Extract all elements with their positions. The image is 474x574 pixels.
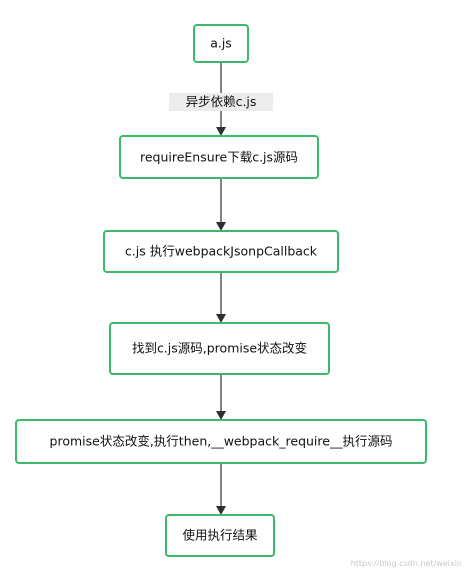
node-promise-status: 找到c.js源码,promise状态改变 xyxy=(109,322,330,375)
edge-callback-to-promise-status xyxy=(216,272,226,323)
node-use-result: 使用执行结果 xyxy=(165,514,275,557)
edge-require-ensure-to-callback xyxy=(216,178,226,231)
node-webpack-jsonp-callback: c.js 执行webpackJsonpCallback xyxy=(103,230,339,273)
node-execute-then: promise状态改变,执行then,__webpack_require__执行… xyxy=(15,419,427,464)
node-a-js: a.js xyxy=(193,24,249,63)
svg-text:a.js: a.js xyxy=(210,36,232,51)
svg-text:promise状态改变,执行then,__webpack_r: promise状态改变,执行then,__webpack_require__执行… xyxy=(50,434,393,449)
svg-text:使用执行结果: 使用执行结果 xyxy=(182,528,258,543)
svg-text:找到c.js源码,promise状态改变: 找到c.js源码,promise状态改变 xyxy=(132,341,307,356)
edge-promise-status-to-execute-then xyxy=(216,374,226,420)
svg-text:requireEnsure下载c.js源码: requireEnsure下载c.js源码 xyxy=(140,150,298,165)
edge-execute-then-to-use-result xyxy=(216,463,226,515)
node-require-ensure: requireEnsure下载c.js源码 xyxy=(119,135,319,179)
watermark: https://blog.csdn.net/weixin xyxy=(350,559,462,568)
svg-text:异步依赖c.js: 异步依赖c.js xyxy=(186,94,257,109)
svg-text:c.js 执行webpackJsonpCallback: c.js 执行webpackJsonpCallback xyxy=(125,244,318,259)
edge-label-async-dependency: 异步依赖c.js xyxy=(169,93,273,111)
